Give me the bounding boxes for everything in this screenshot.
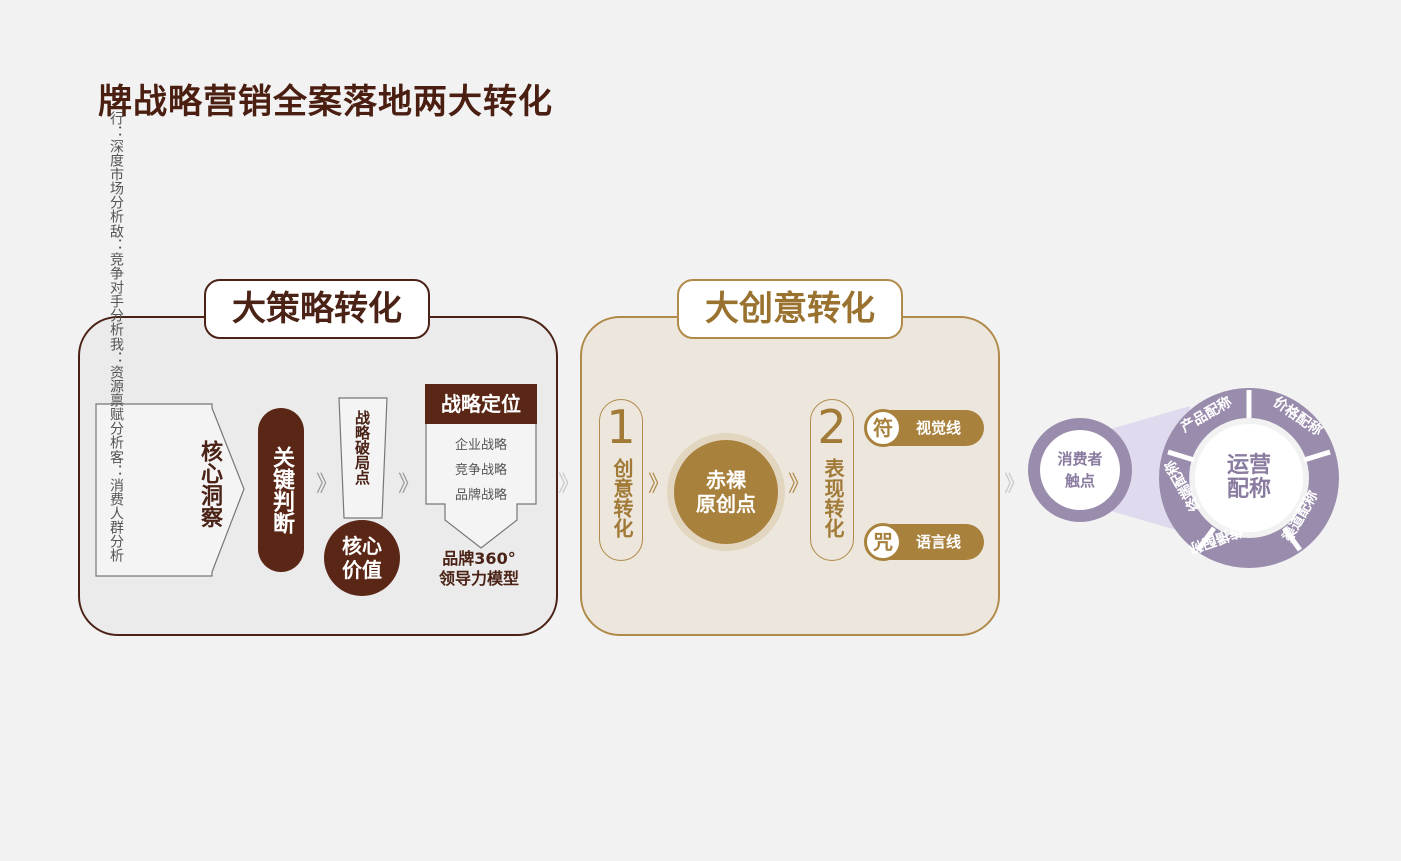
creative-heading: 大创意转化 (677, 279, 903, 339)
core-insight-label: 核心洞察 (197, 440, 222, 528)
ops-center-line: 配称 (1226, 477, 1271, 502)
chevron-icon: 》 (1004, 472, 1027, 497)
step1-label: 创意转化 (610, 458, 634, 538)
key-judgement-label: 关键判断 (269, 446, 294, 534)
visual-line-label: 视觉线 (916, 419, 962, 437)
positioning-item: 竞争战略 (454, 463, 507, 478)
insight-line: 客：消费人群分析 (108, 450, 124, 562)
step1-pill (599, 399, 643, 561)
chevron-icon: 》 (788, 472, 811, 497)
insight-lines: 客：消费人群分析 我：资源禀赋分析 敌：竞争对手分析 行：深度市场分析 (106, 111, 126, 562)
brand-model-label: 品牌360° 领导力模型 (420, 549, 538, 589)
step1-number: 1 (606, 400, 636, 454)
page-title: 牌战略营销全案落地两大转化 (98, 82, 553, 122)
insight-line: 行：深度市场分析 (108, 111, 124, 223)
key-judgement-pill: 关键判断 (258, 408, 304, 572)
core-value-circle: 核心 价值 (324, 520, 400, 596)
language-line-label: 语言线 (916, 533, 962, 551)
chevron-icon: 》 (648, 472, 671, 497)
breakthrough-shape (338, 397, 388, 519)
positioning-arrow-shape (425, 420, 537, 549)
ops-center-line: 运营 (1226, 453, 1271, 478)
insight-line: 我：资源禀赋分析 (108, 337, 124, 449)
operations-cycle-ring (1159, 388, 1339, 568)
creative-panel (580, 316, 1000, 636)
origin-line: 赤裸 (706, 468, 746, 492)
positioning-title: 战略定位 (425, 384, 537, 424)
strategy-heading: 大策略转化 (204, 279, 430, 339)
insight-line: 敌：竞争对手分析 (108, 224, 124, 336)
step2-number: 2 (817, 400, 847, 454)
positioning-item: 品牌战略 (454, 488, 507, 503)
positioning-item: 企业战略 (454, 438, 507, 453)
origin-circle: 赤裸 原创点 (674, 440, 778, 544)
spell-badge: 咒 (864, 523, 902, 561)
brand-model-line: 品牌360° (442, 549, 516, 568)
core-value-line: 价值 (342, 558, 382, 582)
touchpoint-line: 消费者 (1057, 450, 1103, 468)
origin-line: 原创点 (696, 492, 756, 516)
brand-model-line: 领导力模型 (438, 569, 519, 588)
chevron-icon: 》 (398, 472, 421, 497)
step2-pill (810, 399, 854, 561)
chevron-icon: 》 (316, 472, 339, 497)
core-value-line: 核心 (342, 534, 382, 558)
consumer-touchpoint: 消费者 触点 (1040, 430, 1120, 510)
chevron-icon: 》 (558, 472, 581, 497)
breakthrough-label: 战略破局点 (353, 410, 371, 485)
operations-center: 运营 配称 (1195, 424, 1303, 532)
touchpoint-line: 触点 (1064, 472, 1095, 490)
insight-arrow-shape (95, 403, 245, 577)
symbol-badge: 符 (864, 409, 902, 447)
step2-label: 表现转化 (821, 458, 845, 538)
